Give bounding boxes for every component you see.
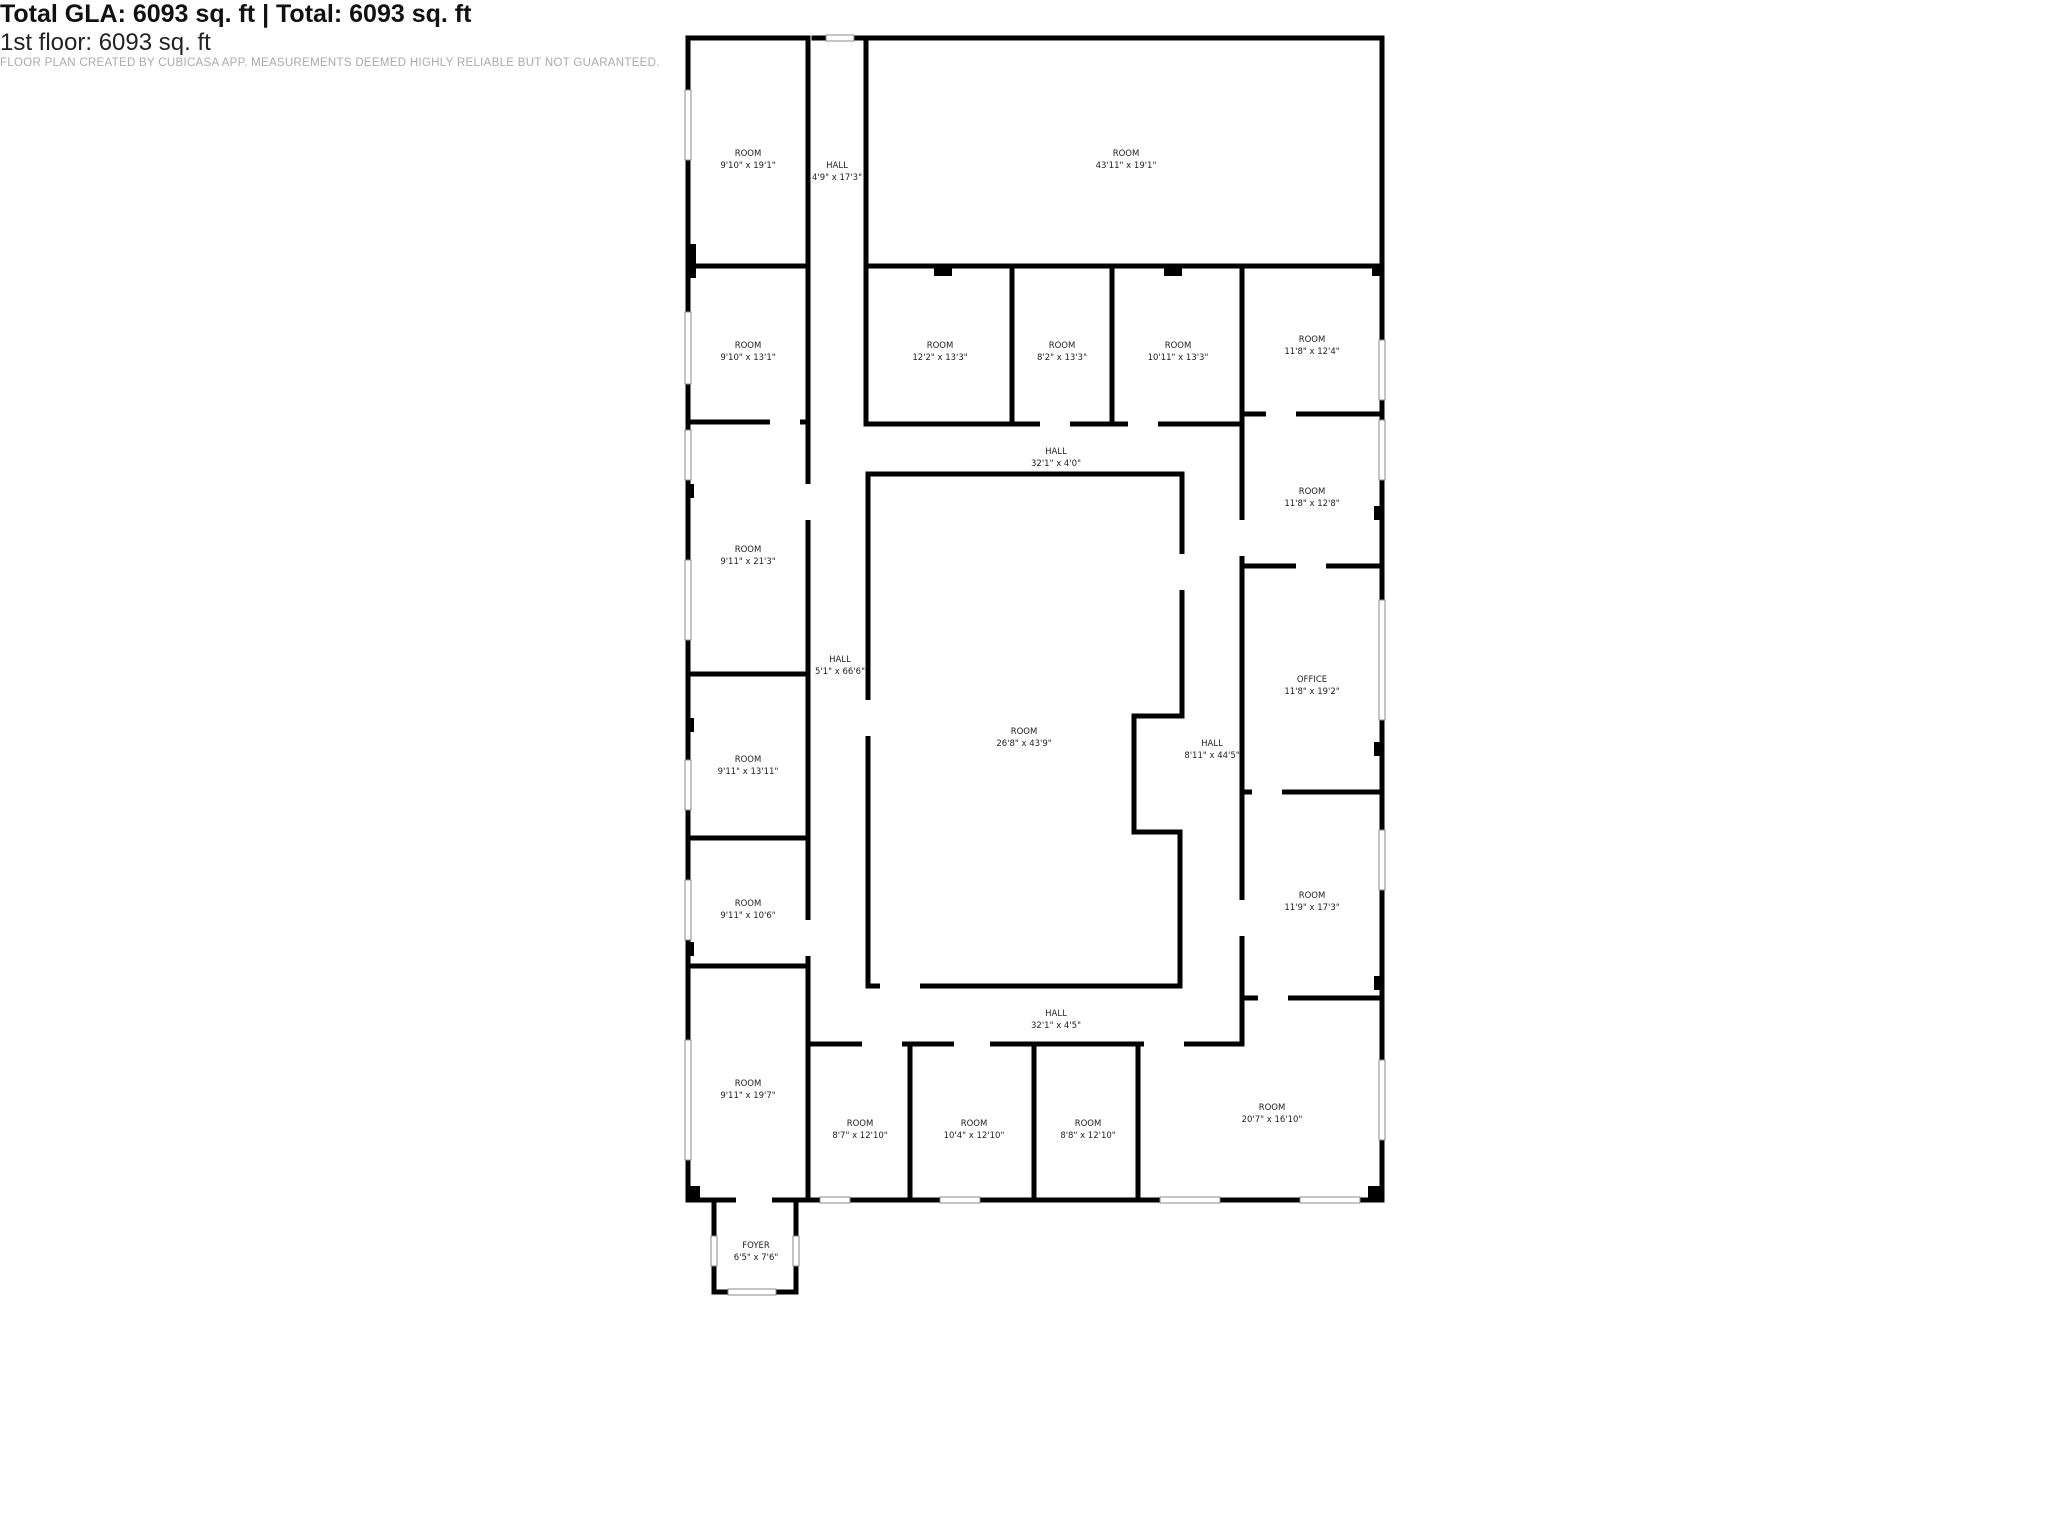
svg-text:12'2" x 13'3": 12'2" x 13'3"	[912, 353, 967, 363]
svg-text:9'11" x 10'6": 9'11" x 10'6"	[720, 911, 775, 921]
svg-text:ROOM: ROOM	[1299, 891, 1326, 901]
svg-text:11'8" x 12'4": 11'8" x 12'4"	[1284, 347, 1339, 357]
room-label: HALL 4'9" x 17'3"	[812, 161, 862, 183]
room-label: ROOM 9'11" x 10'6"	[720, 899, 775, 921]
svg-text:HALL: HALL	[826, 161, 848, 171]
svg-text:9'10" x 19'1": 9'10" x 19'1"	[720, 161, 775, 171]
svg-text:HALL: HALL	[829, 655, 851, 665]
room-label: ROOM 12'2" x 13'3"	[912, 341, 967, 363]
svg-text:43'11" x 19'1": 43'11" x 19'1"	[1096, 161, 1157, 171]
svg-text:ROOM: ROOM	[1049, 341, 1076, 351]
disclaimer-text: FLOOR PLAN CREATED BY CUBICASA APP. MEAS…	[0, 57, 660, 69]
svg-text:ROOM: ROOM	[927, 341, 954, 351]
svg-text:FOYER: FOYER	[742, 1241, 770, 1251]
svg-text:32'1" x 4'5": 32'1" x 4'5"	[1031, 1021, 1081, 1031]
svg-text:ROOM: ROOM	[1299, 335, 1326, 345]
svg-text:ROOM: ROOM	[1165, 341, 1192, 351]
svg-text:8'11" x 44'5": 8'11" x 44'5"	[1184, 751, 1239, 761]
svg-text:ROOM: ROOM	[961, 1119, 988, 1129]
svg-text:11'8" x 19'2": 11'8" x 19'2"	[1284, 687, 1339, 697]
room-label: ROOM 10'4" x 12'10"	[944, 1119, 1005, 1141]
svg-text:ROOM: ROOM	[1011, 727, 1038, 737]
room-label: ROOM 11'9" x 17'3"	[1284, 891, 1339, 913]
svg-text:6'5" x 7'6": 6'5" x 7'6"	[734, 1253, 779, 1263]
room-label: ROOM 10'11" x 13'3"	[1148, 341, 1209, 363]
svg-text:11'9" x 17'3": 11'9" x 17'3"	[1284, 903, 1339, 913]
svg-text:ROOM: ROOM	[1113, 149, 1140, 159]
svg-text:26'8" x 43'9": 26'8" x 43'9"	[996, 739, 1051, 749]
room-label: ROOM 11'8" x 12'4"	[1284, 335, 1339, 357]
svg-text:8'2" x 13'3": 8'2" x 13'3"	[1037, 353, 1087, 363]
room-label: HALL 8'11" x 44'5"	[1184, 739, 1239, 761]
svg-text:9'10" x 13'1": 9'10" x 13'1"	[720, 353, 775, 363]
svg-text:10'11" x 13'3": 10'11" x 13'3"	[1148, 353, 1209, 363]
svg-text:8'7" x 12'10": 8'7" x 12'10"	[832, 1131, 887, 1141]
room-label: ROOM 8'2" x 13'3"	[1037, 341, 1087, 363]
svg-text:ROOM: ROOM	[1259, 1103, 1286, 1113]
room-label: HALL 32'1" x 4'5"	[1031, 1009, 1081, 1031]
svg-text:ROOM: ROOM	[735, 755, 762, 765]
floor-area-subheading: 1st floor: 6093 sq. ft	[0, 29, 211, 56]
svg-text:ROOM: ROOM	[735, 899, 762, 909]
svg-text:10'4" x 12'10": 10'4" x 12'10"	[944, 1131, 1005, 1141]
room-label: HALL 32'1" x 4'0"	[1031, 447, 1081, 469]
svg-text:HALL: HALL	[1045, 447, 1067, 457]
svg-text:ROOM: ROOM	[847, 1119, 874, 1129]
room-label: OFFICE 11'8" x 19'2"	[1284, 675, 1339, 697]
room-label: FOYER 6'5" x 7'6"	[734, 1241, 779, 1263]
svg-text:ROOM: ROOM	[1299, 487, 1326, 497]
room-label: ROOM 9'10" x 19'1"	[720, 149, 775, 171]
room-label: ROOM 8'7" x 12'10"	[832, 1119, 887, 1141]
room-label: ROOM 11'8" x 12'8"	[1284, 487, 1339, 509]
svg-text:ROOM: ROOM	[735, 149, 762, 159]
svg-text:5'1" x 66'6": 5'1" x 66'6"	[815, 667, 865, 677]
windows	[684, 34, 1386, 1296]
room-label: ROOM 9'11" x 21'3"	[720, 545, 775, 567]
center-room-wall	[867, 471, 1185, 597]
columns	[686, 244, 1382, 1200]
room-label: ROOM 8'8" x 12'10"	[1060, 1119, 1115, 1141]
room-label: ROOM 9'11" x 19'7"	[720, 1079, 775, 1101]
svg-text:11'8" x 12'8": 11'8" x 12'8"	[1284, 499, 1339, 509]
room-label: ROOM 9'11" x 13'11"	[718, 755, 779, 777]
svg-text:20'7" x 16'10": 20'7" x 16'10"	[1242, 1115, 1303, 1125]
svg-text:8'8" x 12'10": 8'8" x 12'10"	[1060, 1131, 1115, 1141]
svg-text:HALL: HALL	[1201, 739, 1223, 749]
room-label: ROOM 20'7" x 16'10"	[1242, 1103, 1303, 1125]
svg-text:9'11" x 19'7": 9'11" x 19'7"	[720, 1091, 775, 1101]
svg-text:9'11" x 13'11": 9'11" x 13'11"	[718, 767, 779, 777]
svg-text:OFFICE: OFFICE	[1297, 675, 1327, 685]
svg-text:4'9" x 17'3": 4'9" x 17'3"	[812, 173, 862, 183]
svg-text:HALL: HALL	[1045, 1009, 1067, 1019]
svg-text:32'1" x 4'0": 32'1" x 4'0"	[1031, 459, 1081, 469]
room-label: ROOM 26'8" x 43'9"	[996, 727, 1051, 749]
doors	[736, 262, 1326, 1204]
room-label: HALL 5'1" x 66'6"	[815, 655, 865, 677]
svg-text:ROOM: ROOM	[1075, 1119, 1102, 1129]
svg-text:ROOM: ROOM	[735, 341, 762, 351]
svg-text:9'11" x 21'3": 9'11" x 21'3"	[720, 557, 775, 567]
room-label: ROOM 9'10" x 13'1"	[720, 341, 775, 363]
svg-text:ROOM: ROOM	[735, 1079, 762, 1089]
room-labels: ROOM 9'10" x 19'1" HALL 4'9" x 17'3" ROOM 4…	[718, 149, 1340, 1263]
total-area-heading: Total GLA: 6093 sq. ft | Total: 6093 sq.…	[0, 0, 472, 28]
room-label: ROOM 43'11" x 19'1"	[1096, 149, 1157, 171]
svg-text:ROOM: ROOM	[735, 545, 762, 555]
